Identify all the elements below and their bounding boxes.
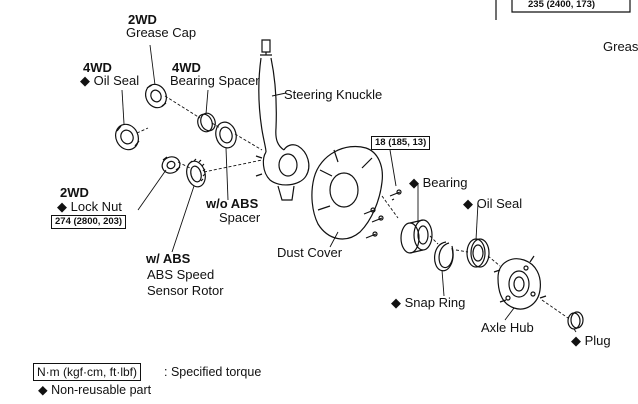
assembly-axis-lines: [136, 95, 569, 319]
rotor-label-line1: ABS Speed: [147, 267, 215, 282]
oil-seal-right-label: ◆ Oil Seal: [463, 196, 523, 211]
knuckle-bolts: [363, 189, 402, 239]
spacer-qualifier: w/o ABS: [206, 196, 258, 211]
grease-cap-part: [145, 83, 167, 109]
oil-seal-left-label: ◆ Oil Seal: [80, 73, 140, 88]
grease-cap-label: Grease Cap: [126, 25, 197, 40]
bearing-spacer-qualifier: 4WD: [172, 60, 201, 75]
rotor-qualifier-abs: ABS: [162, 251, 191, 266]
lock-nut-qualifier: 2WD: [60, 185, 89, 200]
abs-sensor-rotor-part: [186, 158, 206, 188]
knuckle-torque-box: 18 (185, 13): [371, 136, 431, 150]
bearing-label: ◆ Bearing: [409, 175, 468, 190]
lock-nut-torque-box: 274 (2800, 203): [51, 215, 127, 229]
oil-seal-right-part: [466, 238, 490, 268]
lock-nut-part: [161, 156, 181, 174]
legend-torque-desc: : Specified torque: [164, 365, 262, 379]
plug-label: ◆ Plug: [571, 333, 611, 348]
snap-ring-part: [434, 241, 454, 272]
spacer-part: [215, 121, 237, 149]
plug-part: [567, 311, 584, 330]
torque-box-top-right: [511, 0, 631, 13]
snap-ring-label: ◆ Snap Ring: [391, 295, 466, 310]
leader-lines: [121, 44, 577, 333]
axle-hub-part: [493, 255, 547, 310]
dust-cover-part: [311, 146, 383, 240]
spacer-label: Spacer: [219, 210, 261, 225]
bearing-spacer-label: Bearing Spacer: [170, 73, 260, 88]
bearing-part: [400, 219, 433, 254]
grease-cap-qualifier: 2WD: [128, 12, 157, 27]
oil-seal-left-part: [115, 123, 140, 151]
legend-torque-unit-box: N·m (kgf·cm, ft·lbf): [33, 363, 141, 381]
axle-hub-label: Axle Hub: [481, 320, 534, 335]
legend-non-reusable: ◆ Non-reusable part: [38, 383, 152, 397]
spacer-qualifier-prefix: w/o: [206, 196, 231, 211]
oil-seal-left-qualifier: 4WD: [83, 60, 112, 75]
bearing-spacer-part: [197, 112, 216, 133]
top-right-torque: 235 (2400, 173): [528, 0, 596, 10]
spacer-qualifier-abs: ABS: [230, 196, 259, 211]
rotor-label-line2: Sensor Rotor: [147, 283, 224, 298]
grease-fragment-label: Greas: [603, 39, 638, 54]
rotor-qualifier-prefix: w/: [146, 251, 163, 266]
steering-knuckle-part: [255, 39, 310, 201]
dust-cover-label: Dust Cover: [277, 245, 343, 260]
steering-knuckle-label: Steering Knuckle: [284, 87, 383, 102]
rotor-qualifier: w/ ABS: [146, 251, 190, 266]
lock-nut-label: ◆ Lock Nut: [57, 199, 122, 214]
